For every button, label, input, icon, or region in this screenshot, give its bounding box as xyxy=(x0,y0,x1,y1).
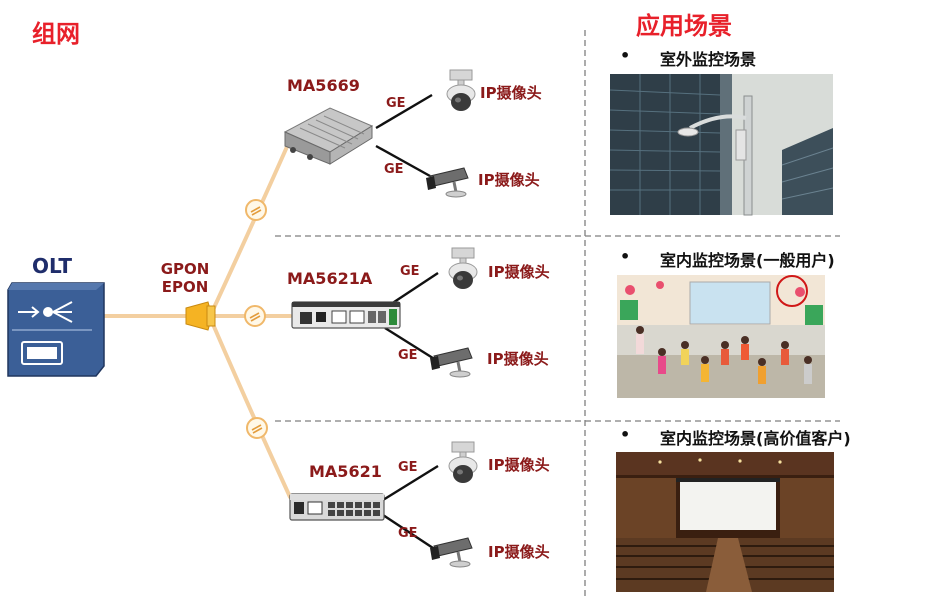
scene-label-outdoor: 室外监控场景 xyxy=(660,50,757,69)
ge-label: GE xyxy=(386,96,406,111)
bullet: • xyxy=(620,247,631,266)
ma5669-device-icon xyxy=(283,107,374,165)
ge-label: GE xyxy=(384,162,404,177)
camera-label: IP摄像头 xyxy=(478,171,540,189)
splitter-icon xyxy=(185,301,216,331)
ge-label: GE xyxy=(398,526,418,541)
epon-label: EPON xyxy=(161,278,209,296)
ge-links xyxy=(375,93,439,552)
camera-label: IP摄像头 xyxy=(480,84,542,102)
ge-label: GE xyxy=(398,460,418,475)
camera-label: IP摄像头 xyxy=(488,456,550,474)
network-title: 组网 xyxy=(32,20,80,48)
olt-device-icon xyxy=(7,282,105,377)
scene-label-indoor-high-value: 室内监控场景(高价值客户) xyxy=(660,429,851,448)
device-label-ma5621a: MA5621A xyxy=(287,269,373,288)
auditorium-photo xyxy=(616,452,834,592)
camera-label: IP摄像头 xyxy=(488,263,550,281)
ge-label: GE xyxy=(400,264,420,279)
ma5621-device-icon xyxy=(289,493,385,521)
bullet: • xyxy=(620,425,631,444)
olt-label: OLT xyxy=(32,254,73,278)
dome-camera-icons xyxy=(446,69,478,483)
ge-label: GE xyxy=(398,348,418,363)
scenario-title: 应用场景 xyxy=(636,12,732,40)
ma5621a-device-icon xyxy=(291,301,401,329)
pon-label: GPON EPON xyxy=(156,260,214,296)
device-label-ma5669: MA5669 xyxy=(287,76,360,95)
device-label-ma5621: MA5621 xyxy=(309,462,382,481)
camera-label: IP摄像头 xyxy=(487,350,549,368)
camera-label: IP摄像头 xyxy=(488,543,550,561)
outdoor-scene-photo xyxy=(609,74,834,216)
fiber-connector-icons xyxy=(244,199,268,439)
scene-label-indoor-general: 室内监控场景(一般用户) xyxy=(660,251,835,270)
box-camera-icons xyxy=(426,167,473,568)
indoor-classroom-photo xyxy=(617,275,825,398)
gpon-label: GPON xyxy=(160,260,210,278)
bullet: • xyxy=(620,46,631,65)
